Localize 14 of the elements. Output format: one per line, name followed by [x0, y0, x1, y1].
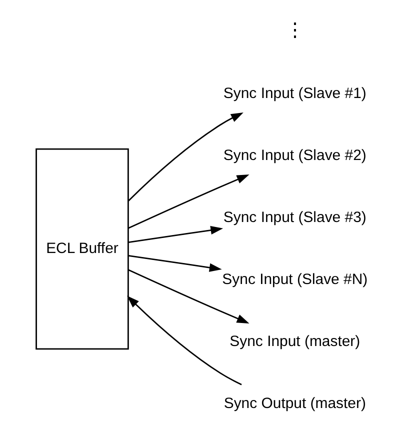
- label: ⋮: [284, 20, 304, 42]
- node-text: Sync Output (master): [223, 394, 366, 412]
- arrow: [128, 254, 222, 272]
- node-text: Sync Input (Slave #1): [222, 84, 366, 102]
- arrow: [126, 296, 242, 386]
- node-text: Sync Input (Slave #N): [222, 270, 368, 288]
- node-text: Sync Input (Slave #3): [222, 208, 366, 226]
- arrow: [127, 112, 243, 202]
- node-box: ECL Buffer: [35, 148, 128, 350]
- arrow: [128, 174, 249, 229]
- arrow: [128, 269, 249, 324]
- node-text: Sync Input (master): [229, 332, 360, 350]
- node-text: Sync Input (Slave #2): [222, 146, 366, 164]
- arrow: [128, 226, 223, 244]
